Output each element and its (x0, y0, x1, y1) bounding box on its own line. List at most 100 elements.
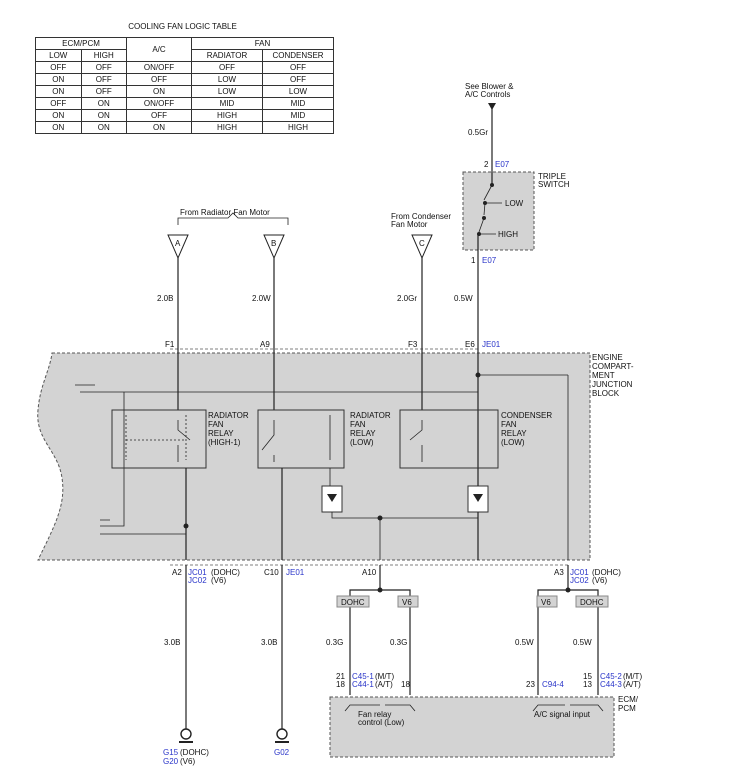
from-condenser-label: Fan Motor (391, 220, 428, 229)
internal-bus-left (100, 392, 186, 535)
wire-label: 0.5W (573, 638, 592, 647)
relay-label: RELAY (501, 429, 527, 438)
variant-label: (DOHC) (211, 568, 240, 577)
switch-blade (483, 184, 493, 201)
fan-relay-control-label: Fan relay (358, 710, 391, 719)
ecm-pcm-block (329, 696, 615, 758)
table-cell: ON (35, 121, 82, 134)
wire-label: 0.5W (515, 638, 534, 647)
relay-label: RADIATOR (350, 411, 391, 420)
pin-label: A2 (172, 568, 182, 577)
triple-switch-label: TRIPLE (538, 172, 566, 181)
pin-label: A9 (260, 340, 270, 349)
table-cell: ON (35, 109, 82, 122)
option-box-dohc-left (336, 595, 370, 608)
connector-a-label: A (175, 239, 181, 248)
ground-g15-label: G15 (163, 748, 179, 757)
switch-blade (478, 217, 485, 233)
radiator-fan-relay-high1 (111, 409, 207, 469)
wire-label: 3.0B (164, 638, 180, 647)
internal-bus-top (75, 384, 478, 393)
connector-a-icon (167, 234, 189, 260)
triple-switch-label: SWITCH (538, 180, 570, 189)
connector-c44-3-label: C44-3 (600, 680, 622, 689)
bracket-radiator (177, 212, 289, 225)
variant-label: (M/T) (375, 672, 394, 681)
condenser-fan-relay-low (399, 409, 499, 469)
relay-switch (261, 415, 331, 462)
wire-label: 3.0B (261, 638, 277, 647)
connector-b-label: B (271, 239, 276, 248)
relay-label: FAN (350, 420, 366, 429)
relay-label: CONDENSER (501, 411, 552, 420)
block-label: BLOCK (592, 389, 620, 398)
switch-low-label: LOW (505, 199, 524, 208)
pin-label: A3 (554, 568, 564, 577)
connector-c45-1-label: C45-1 (352, 672, 374, 681)
switch-high-label: HIGH (498, 230, 518, 239)
connector-c44-1-label: C44-1 (352, 680, 374, 689)
variant-label: (DOHC) (592, 568, 621, 577)
connector-jc02-label: JC02 (570, 576, 589, 585)
wire-a10-split (349, 565, 411, 695)
pin-label: 13 (583, 680, 592, 689)
fan-relay-control-label: control (Low) (358, 718, 405, 727)
variant-label: (V6) (180, 757, 195, 766)
junction-dot (565, 587, 571, 593)
option-label: V6 (402, 598, 412, 607)
pin-label: 23 (526, 680, 535, 689)
connector-e07-label: E07 (482, 256, 497, 265)
pin-label: A10 (362, 568, 377, 577)
connector-c-icon (411, 234, 433, 260)
block-label: JUNCTION (592, 380, 633, 389)
connector-je01-label: JE01 (286, 568, 305, 577)
diode-icon (473, 494, 483, 502)
ground-g02-label: G02 (274, 748, 290, 757)
logic-table-title: COOLING FAN LOGIC TABLE (128, 22, 237, 31)
pin-label: 18 (336, 680, 345, 689)
table-cell: ON (126, 121, 192, 134)
wire-a3-split (537, 565, 599, 695)
option-box-v6-left (397, 595, 419, 608)
variant-label: (A/T) (375, 680, 393, 689)
connector-c94-4-label: C94-4 (542, 680, 564, 689)
connector-e07-label: E07 (495, 160, 510, 169)
relay-label: (LOW) (350, 438, 374, 447)
connector-c-label: C (419, 239, 425, 248)
option-box-v6-right (536, 595, 558, 608)
connector-b-icon (263, 234, 285, 260)
option-label: DOHC (341, 598, 365, 607)
relay-label: RELAY (350, 429, 376, 438)
relay-label: FAN (501, 420, 517, 429)
arrow-icon (488, 103, 496, 110)
relay-label: (HIGH-1) (208, 438, 241, 447)
pin-label: E6 (465, 340, 475, 349)
wire-label: 2.0B (157, 294, 173, 303)
pin-label: 2 (484, 160, 489, 169)
radiator-fan-relay-low (257, 409, 345, 469)
triple-switch-box (462, 171, 535, 251)
table-cell: HIGH (262, 121, 334, 134)
block-label: MENT (592, 371, 615, 380)
see-blower-label: A/C Controls (465, 90, 510, 99)
pin-label: F3 (408, 340, 418, 349)
ground-icon (275, 728, 289, 743)
relay-switch (177, 420, 191, 462)
see-blower-label: See Blower & (465, 82, 514, 91)
ecm-label: PCM (618, 704, 636, 713)
pin-label: 15 (583, 672, 592, 681)
block-label: COMPART- (592, 362, 634, 371)
relay-label: RADIATOR (208, 411, 249, 420)
wire-label: 2.0Gr (397, 294, 417, 303)
variant-label: (V6) (211, 576, 226, 585)
ground-g20-label: G20 (163, 757, 179, 766)
bracket-ac-signal (532, 704, 604, 712)
wire-label: 0.3G (326, 638, 343, 647)
